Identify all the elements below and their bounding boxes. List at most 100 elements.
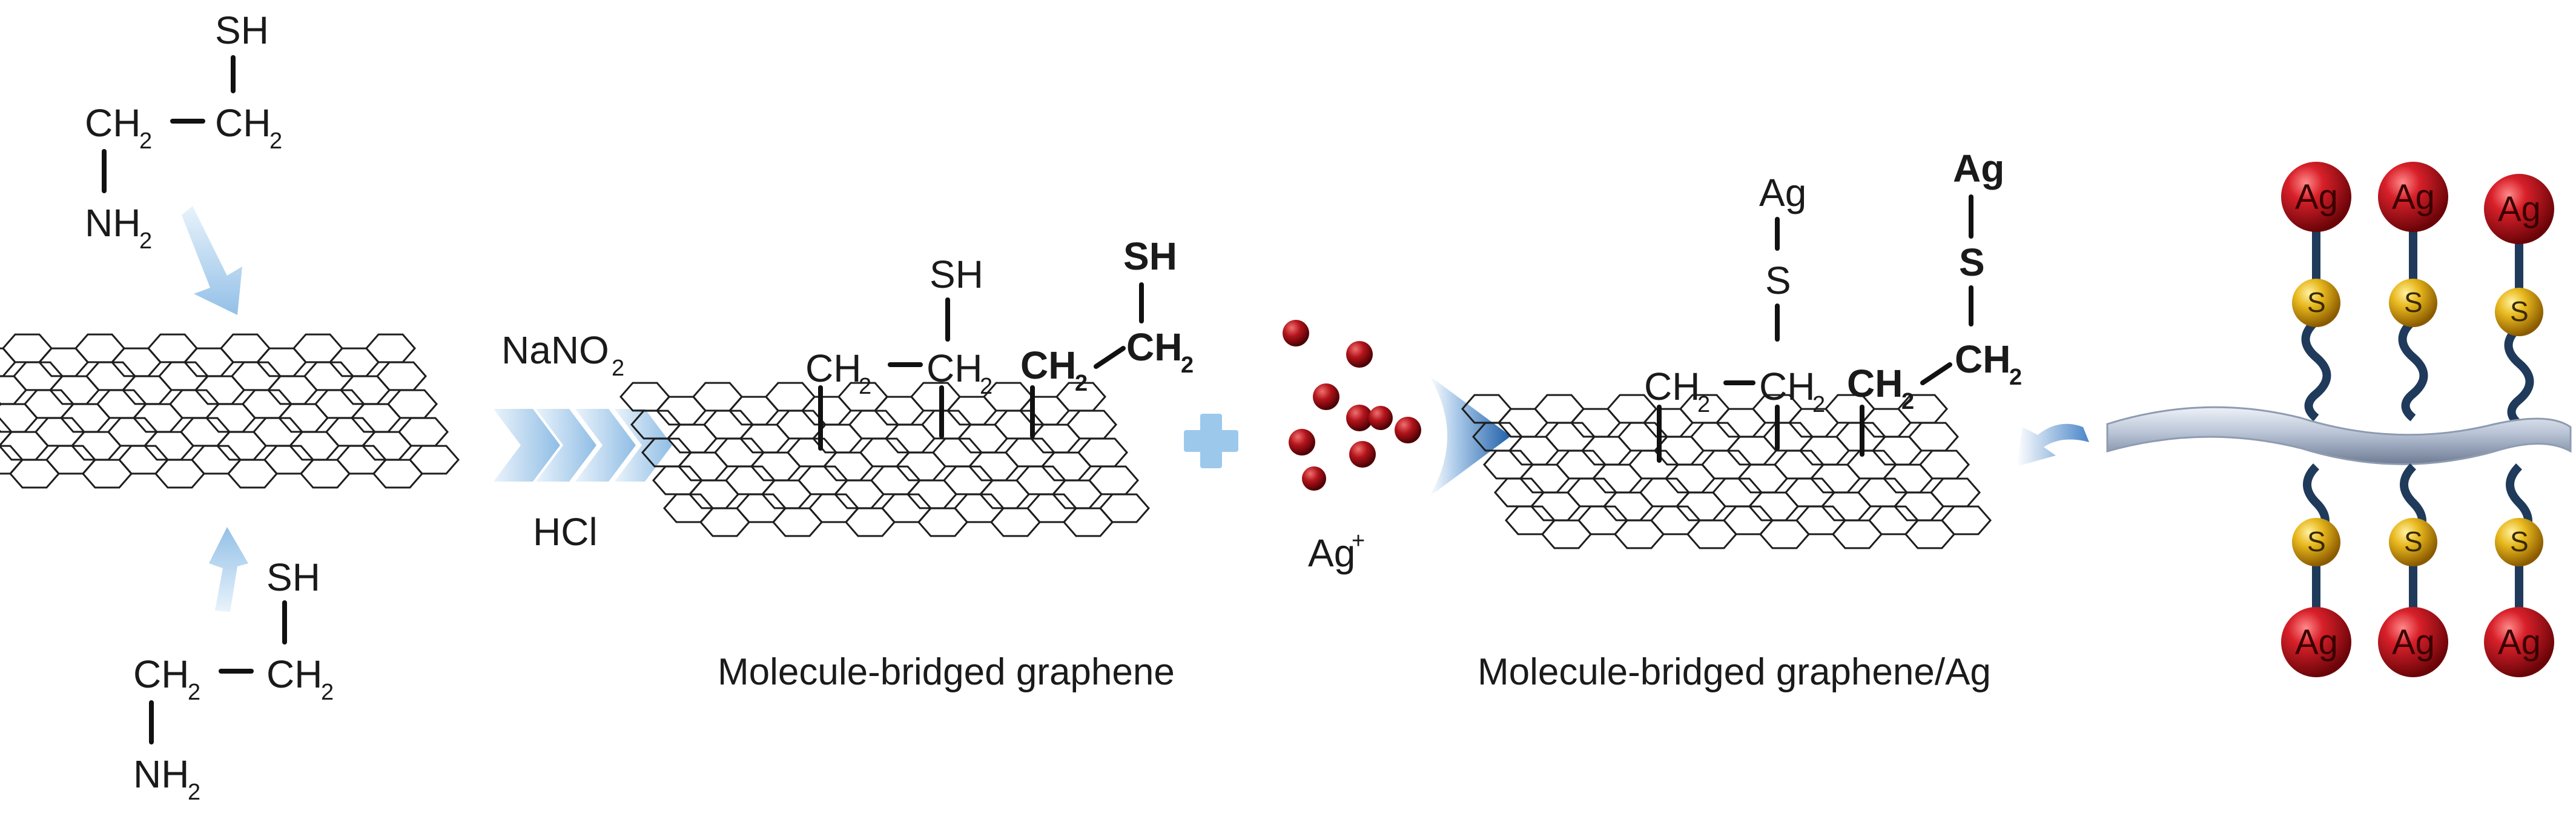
svg-text:S: S <box>2510 526 2529 557</box>
thiol-label: SH <box>215 8 269 52</box>
reagent-acid: HCl <box>533 510 598 554</box>
methylene-label: CH <box>1847 362 1903 405</box>
product-molecule-bridged-graphene-ag: Ag S CH 2 CH 2 Ag S CH 2 CH 2 Molecule-b… <box>1478 147 2022 693</box>
subscript: 2 <box>1181 353 1194 378</box>
methylene-label: CH <box>1126 325 1182 369</box>
svg-text:S: S <box>2307 287 2326 318</box>
subscript: 2 <box>269 128 282 154</box>
sulfur-label: S <box>1959 240 1985 284</box>
bond-line <box>1920 362 1952 385</box>
chevron-arrow-icon <box>494 409 672 482</box>
silver-atom: Ag <box>2378 607 2448 677</box>
plus-icon <box>1184 414 1238 468</box>
caption: Molecule-bridged graphene <box>718 651 1175 693</box>
subscript: 2 <box>612 356 624 381</box>
subscript: 2 <box>2009 365 2022 390</box>
hexagon-cell <box>1099 493 1150 523</box>
methylene-label: CH <box>133 652 189 696</box>
thiol-label: SH <box>930 253 983 296</box>
svg-text:Ag: Ag <box>2295 177 2338 217</box>
svg-text:S: S <box>2307 526 2326 557</box>
silver-particle <box>1313 383 1339 410</box>
sulfur-atom: S <box>2292 279 2340 327</box>
silver-particle <box>1289 429 1315 456</box>
svg-text:S: S <box>2510 296 2529 327</box>
sulfur-atom: S <box>2495 288 2543 336</box>
reagent-conditions: NaNO 2 HCl <box>501 328 624 554</box>
subscript: 2 <box>1812 392 1825 417</box>
hexagon-cell <box>1941 505 1992 535</box>
reactant-molecule-bottom: SH CH 2 CH 2 NH 2 <box>133 555 334 805</box>
methylene-label: CH <box>1759 365 1815 408</box>
sulfur-atom: S <box>2389 518 2437 566</box>
reactant-molecule-top: SH CH 2 CH 2 NH 2 <box>85 8 282 254</box>
subscript: 2 <box>980 374 992 399</box>
thiol-label: SH <box>266 555 320 599</box>
subscript: 2 <box>139 128 152 154</box>
svg-text:S: S <box>2404 287 2423 318</box>
methylene-label: CH <box>215 101 271 145</box>
svg-text:Ag: Ag <box>2392 177 2435 217</box>
svg-text:Ag: Ag <box>2498 190 2541 229</box>
methylene-label: CH <box>926 346 982 390</box>
bond-line <box>1094 346 1126 369</box>
silver-particle <box>1346 341 1373 368</box>
svg-text:Ag: Ag <box>2295 623 2338 662</box>
arrow-up-icon <box>209 527 248 612</box>
silver-particle <box>1302 466 1326 491</box>
silver-label: Ag <box>1759 171 1806 214</box>
silver-atom: Ag <box>2484 607 2554 677</box>
hexagon-cell <box>0 403 38 433</box>
caption: Molecule-bridged graphene/Ag <box>1478 651 1991 693</box>
amine-label: NH <box>85 201 140 245</box>
subscript: 2 <box>1697 392 1710 417</box>
subscript: 2 <box>1075 371 1088 396</box>
silver-particle <box>1283 320 1309 346</box>
subscript: 2 <box>188 680 200 705</box>
hexagon-cell <box>409 445 460 475</box>
silver-particle <box>1395 417 1421 443</box>
silver-atom: Ag <box>2281 607 2351 677</box>
methylene-label: CH <box>1644 365 1700 408</box>
hexagon-cell <box>0 375 27 405</box>
sulfur-atom: S <box>2292 518 2340 566</box>
silver-ion-cluster: Ag + <box>1283 320 1421 575</box>
graphene-sheet <box>0 333 460 489</box>
product-molecule-bridged-graphene: SH CH 2 CH 2 SH CH 2 CH 2 Molecule-bridg… <box>718 234 1194 693</box>
graphene-sheet-3d <box>2106 406 2572 465</box>
subscript: 2 <box>139 228 152 254</box>
reagent-nitrite: NaNO <box>501 328 609 372</box>
subscript: 2 <box>1901 389 1914 414</box>
graphene-sheet <box>619 382 1150 537</box>
arrow-down-icon <box>182 206 242 315</box>
silver-ion-label: Ag <box>1308 531 1355 575</box>
silver-particle <box>1346 405 1373 431</box>
silver-particle <box>1369 406 1393 430</box>
silver-atom: Ag <box>2484 174 2554 244</box>
methylene-label: CH <box>1955 337 2010 381</box>
amine-label: NH <box>133 752 189 796</box>
superscript: + <box>1352 528 1365 554</box>
sulfur-label: S <box>1765 259 1791 302</box>
subscript: 2 <box>859 374 871 399</box>
sulfur-atom: S <box>2389 279 2437 327</box>
sulfur-atom: S <box>2495 518 2543 566</box>
thiol-label: SH <box>1123 234 1177 278</box>
silver-label: Ag <box>1953 147 2004 190</box>
graphene-sheet <box>1461 394 1992 549</box>
curved-arrow-icon <box>2016 423 2089 466</box>
methylene-label: CH <box>1020 343 1076 387</box>
subscript: 2 <box>188 780 200 805</box>
svg-text:S: S <box>2404 526 2423 557</box>
methylene-label: CH <box>85 101 140 145</box>
svg-text:Ag: Ag <box>2392 623 2435 662</box>
silver-particle <box>1349 441 1376 468</box>
silver-atom: Ag <box>2281 162 2351 232</box>
methylene-label: CH <box>805 346 861 390</box>
subscript: 2 <box>321 680 334 705</box>
reaction-arrow-icon <box>1429 376 1511 497</box>
svg-text:Ag: Ag <box>2498 623 2541 662</box>
three-d-model: Ag Ag Ag S S S S S S Ag Ag Ag <box>2106 162 2572 677</box>
silver-atom: Ag <box>2378 162 2448 232</box>
